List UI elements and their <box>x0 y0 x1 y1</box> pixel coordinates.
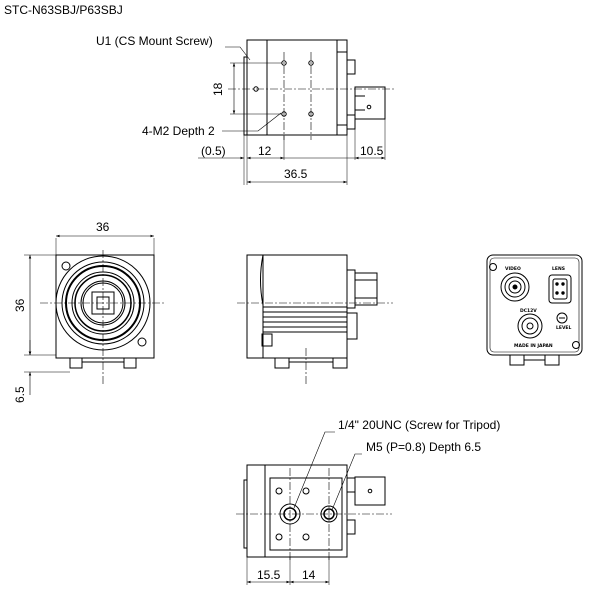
dim-36-width: 36 <box>96 220 110 234</box>
top-body <box>246 39 348 136</box>
corner-screw <box>137 337 147 347</box>
dim-36-5: 36.5 <box>284 167 308 181</box>
dim-18: 18 <box>211 82 225 96</box>
rear-view <box>486 254 583 366</box>
m5-label: M5 (P=0.8) Depth 6.5 <box>366 440 481 454</box>
video-connector <box>500 272 530 302</box>
dim-6-5: 6.5 <box>13 386 27 403</box>
tripod-screw-label: 1/4" 20UNC (Screw for Tripod) <box>338 418 500 432</box>
m2-holes-label: 4-M2 Depth 2 <box>142 124 215 138</box>
lens-connector <box>548 274 572 304</box>
dim-14: 14 <box>302 568 316 582</box>
video-label: VIDEO <box>505 266 521 272</box>
dc12v-label: DC12V <box>520 308 537 314</box>
m2-hole <box>308 60 314 66</box>
drawing-title: STC-N63SBJ/P63SBJ <box>4 3 123 17</box>
dim-36-height: 36 <box>13 298 27 312</box>
dim-15-5: 15.5 <box>257 568 281 582</box>
top-view <box>198 39 395 185</box>
front-view <box>24 234 165 395</box>
dc12v-connector <box>517 313 543 339</box>
bnc-connector-side <box>354 272 378 306</box>
made-in-label: MADE IN JAPAN <box>514 343 553 349</box>
rear-panel <box>486 254 583 356</box>
bottom-view <box>236 431 392 585</box>
bnc-connector-top <box>354 86 386 120</box>
mount-screw-label: U1 (CS Mount Screw) <box>96 34 213 48</box>
level-knob <box>556 312 568 324</box>
dim-12: 12 <box>258 144 272 158</box>
corner-screw <box>61 261 71 271</box>
dim-0-5: (0.5) <box>201 144 226 158</box>
bottom-body <box>246 464 348 558</box>
lens-label: LENS <box>552 266 565 272</box>
level-label: LEVEL <box>556 325 571 331</box>
side-view <box>237 254 393 385</box>
bnc-connector-bottom <box>354 476 386 506</box>
dim-10-5: 10.5 <box>360 144 384 158</box>
